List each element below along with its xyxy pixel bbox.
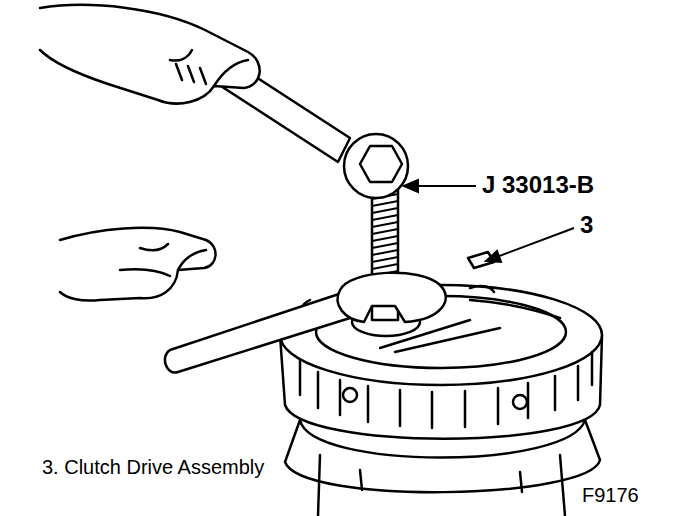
lower-hand	[60, 228, 216, 301]
upper-hand-fingers	[170, 50, 248, 86]
leader-line	[414, 185, 476, 187]
bolt-hex	[360, 146, 402, 182]
tool-number: J 33013-B	[480, 172, 596, 198]
lower-hand-fingers	[120, 244, 206, 276]
tab-pin	[513, 395, 527, 409]
figure-caption: 3. Clutch Drive Assembly	[40, 456, 266, 478]
leader-line	[494, 228, 574, 258]
clutch-tabs	[300, 352, 592, 428]
upper-hand	[40, 5, 260, 104]
callout-number: 3	[578, 212, 595, 238]
tab-pin	[343, 388, 357, 402]
leader-arrowhead	[486, 251, 501, 262]
bolt-threads	[372, 187, 398, 276]
figure-code: F9176	[580, 484, 641, 506]
lower-wrench-head	[338, 273, 446, 322]
base-detail	[318, 455, 565, 516]
lower-wrench-handle	[165, 292, 350, 373]
leader-arrowhead	[404, 180, 418, 192]
upper-wrench-ring	[344, 134, 408, 198]
